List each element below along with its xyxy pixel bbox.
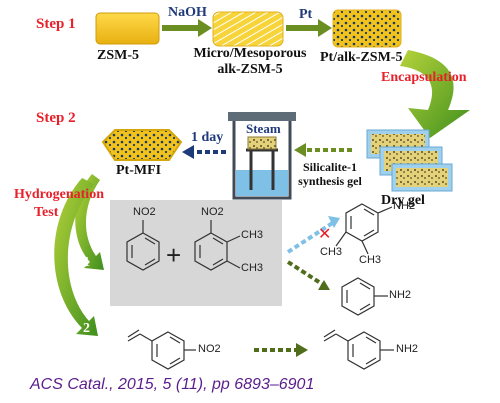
- micro-label-1: Micro/Mesoporous: [193, 46, 307, 61]
- nitroxylene-ch3-bottom: CH3: [241, 262, 264, 274]
- encapsulation-label: Encapsulation: [381, 70, 467, 85]
- silicalite-label-2: synthesis gel: [298, 174, 362, 188]
- aminostyrene-nh2: NH2: [396, 343, 419, 355]
- nitroxylene-ring: [194, 220, 241, 271]
- dimethylaniline-ch3-left: CH3: [320, 246, 343, 258]
- pt-arrow-head: [318, 19, 332, 37]
- pt-alk-zsm5-crystal: [332, 9, 402, 48]
- one-day-label: 1 day: [191, 130, 224, 145]
- nitrobenzene-no2: NO2: [133, 206, 156, 218]
- silicalite-label-1: Silicalite-1: [303, 160, 357, 174]
- allowed-arrow: [286, 260, 324, 286]
- nitrostyrene-no2: NO2: [198, 343, 221, 355]
- micro-label-2: alk-ZSM-5: [217, 62, 283, 77]
- pt-label: Pt: [299, 7, 313, 22]
- alk-zsm5-crystal: [212, 11, 284, 47]
- step-2-label: Step 2: [36, 110, 76, 126]
- pt-alk-zsm5-label: Pt/alk-ZSM-5: [320, 50, 403, 65]
- test-box: [110, 200, 282, 306]
- dimethylaniline-ch3-right: CH3: [359, 254, 382, 266]
- nitroxylene-no2: NO2: [201, 206, 224, 218]
- route-1-number: 1: [83, 255, 90, 270]
- citation: ACS Catal., 2015, 5 (11), pp 6893–6901: [30, 376, 315, 393]
- route-2-number: 2: [83, 321, 90, 336]
- naoh-arrow-shaft: [162, 25, 198, 31]
- encapsulation-arrow: [400, 50, 470, 138]
- plus-sign: +: [166, 240, 182, 270]
- hydrogenation-label-1: Hydrogenation: [14, 187, 104, 202]
- naoh-label: NaOH: [168, 5, 207, 20]
- dimethylaniline-ring: [335, 203, 393, 255]
- pt-arrow-shaft: [286, 25, 318, 31]
- dry-gel-label: Dry gel: [381, 193, 425, 208]
- aniline-ring: [341, 277, 388, 316]
- blocked-arrow: [286, 220, 336, 254]
- pt-mfi-label: Pt-MFI: [116, 163, 162, 178]
- zsm5-label: ZSM-5: [97, 48, 139, 63]
- step-1-label: Step 1: [36, 16, 76, 32]
- steam-label: Steam: [246, 121, 281, 136]
- aminostyrene: [323, 329, 394, 370]
- dry-gel-plates: [366, 129, 453, 192]
- aniline-nh2: NH2: [389, 289, 412, 301]
- zsm5-crystal: [95, 12, 160, 45]
- nitroxylene-ch3-top: CH3: [241, 229, 264, 241]
- route-2-arrow: [54, 178, 98, 336]
- dimethylaniline-nh2: NH2: [393, 200, 416, 212]
- naoh-arrow-head: [198, 19, 212, 37]
- steam-vessel: [228, 112, 296, 200]
- nitrobenzene-ring: [126, 220, 160, 271]
- pt-mfi-hexagon: [101, 129, 183, 161]
- blocked-cross-icon: ✕: [318, 224, 332, 243]
- hydrogenation-label-2: Test: [34, 205, 59, 220]
- nitrostyrene: [127, 329, 196, 370]
